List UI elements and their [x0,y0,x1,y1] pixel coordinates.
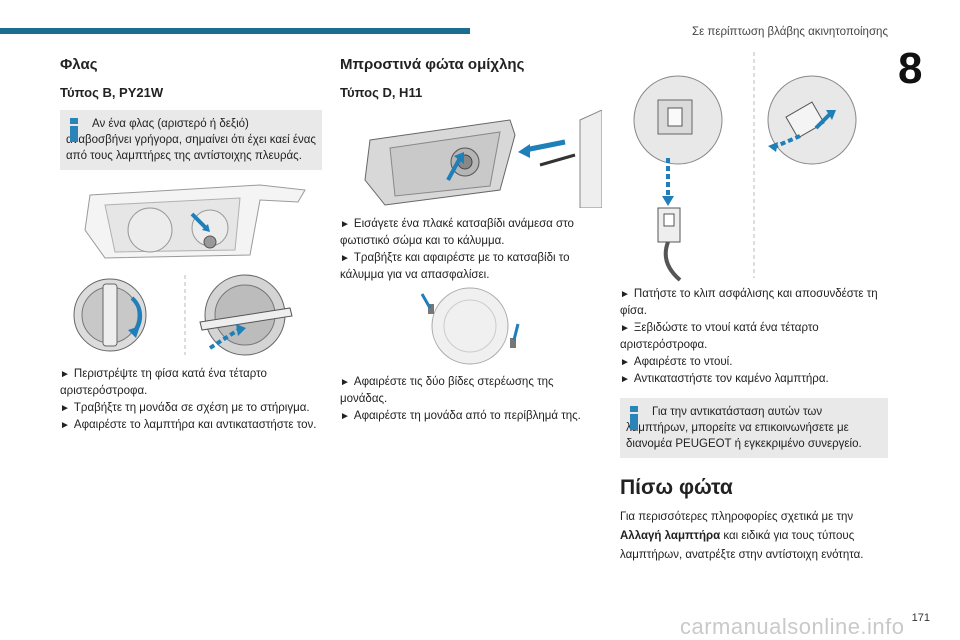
info-text: Για την αντικατάσταση αυτών των λαμπτήρω… [626,406,862,450]
info-box-dealer: Για την αντικατάσταση αυτών των λαμπτήρω… [620,398,888,458]
arrow-bullet-icon: ► [60,420,70,431]
fog-bulb-connector-illustration [633,52,857,282]
steps-indicators: ►Περιστρέψτε τη φίσα κατά ένα τέταρτο αρ… [60,366,322,434]
rear-lamps-paragraph: Για περισσότερες πληροφορίες σχετικά με … [620,511,864,561]
info-box-indicators: Αν ένα φλας (αριστερό ή δεξιό) αναβοσβήν… [60,110,322,170]
steps-fog-bulb: ►Πατήστε το κλιπ ασφάλισης και αποσυνδέσ… [620,286,888,388]
subheading-type-d: Τύπος D, H11 [340,85,423,100]
step-1: ►Εισάγετε ένα πλακέ κατσαβίδι ανάμεσα στ… [340,218,574,247]
arrow-bullet-icon: ► [340,253,350,264]
step-3: ►Αφαιρέστε τις δύο βίδες στερέωσης της μ… [340,376,554,405]
headlamp-illustration [84,184,306,259]
subheading-type-b: Τύπος B, PY21W [60,85,164,100]
watermark: carmanualsonline.info [680,614,905,639]
step-4: ►Αφαιρέστε τη μονάδα από το περίβλημά τη… [340,410,581,422]
column-indicators: Φλας Τύπος B, PY21W Αν ένα φλας (αριστερ… [60,56,322,434]
arrow-bullet-icon: ► [340,377,350,388]
step-1: ►Πατήστε το κλιπ ασφάλισης και αποσυνδέσ… [620,288,878,317]
arrow-bullet-icon: ► [60,369,70,380]
fog-lamp-unit-illustration [420,287,520,365]
page-number: 171 [911,612,930,624]
arrow-bullet-icon: ► [620,289,630,300]
column-fog-lamps: Μπροστινά φώτα ομίχλης Τύπος D, H11 ►Εισ… [340,56,602,425]
arrow-bullet-icon: ► [620,357,630,368]
fog-lamp-bumper-illustration [364,110,602,208]
chapter-number: 8 [898,44,923,93]
info-icon [70,118,78,142]
step-1: ►Περιστρέψτε τη φίσα κατά ένα τέταρτο αρ… [60,368,267,397]
arrow-bullet-icon: ► [340,411,350,422]
steps-fog-unit: ►Αφαιρέστε τις δύο βίδες στερέωσης της μ… [340,374,602,425]
header-accent-bar [0,28,470,34]
section-heading-rear-lamps: Πίσω φώτα [620,476,733,499]
arrow-bullet-icon: ► [620,374,630,385]
arrow-bullet-icon: ► [620,323,630,334]
step-2: ►Ξεβιδώστε το ντουί κατά ένα τέταρτο αρι… [620,322,819,351]
bulb-socket-illustration [73,274,293,356]
step-4: ►Αντικαταστήστε τον καμένο λαμπτήρα. [620,373,829,385]
step-3: ►Αφαιρέστε το λαμπτήρα και αντικαταστήστ… [60,419,317,431]
running-header: Σε περίπτωση βλάβης ακινητοποίησης [691,26,888,38]
section-heading-indicators: Φλας [60,56,98,73]
step-3: ►Αφαιρέστε το ντουί. [620,356,733,368]
arrow-bullet-icon: ► [340,219,350,230]
arrow-bullet-icon: ► [60,403,70,414]
step-2: ►Τραβήξτε τη μονάδα σε σχέση με το στήρι… [60,402,310,414]
section-heading-fog-lamps: Μπροστινά φώτα ομίχλης [340,56,525,73]
steps-fog-cover: ►Εισάγετε ένα πλακέ κατσαβίδι ανάμεσα στ… [340,216,602,284]
info-icon [630,406,638,430]
step-2: ►Τραβήξτε και αφαιρέστε με το κατσαβίδι … [340,252,570,281]
column-fog-bulb: ►Πατήστε το κλιπ ασφάλισης και αποσυνδέσ… [620,48,888,565]
info-text: Αν ένα φλας (αριστερό ή δεξιό) αναβοσβήν… [66,118,316,162]
rear-lamps-section: Πίσω φώτα Για περισσότερες πληροφορίες σ… [620,476,888,565]
bulb-change-reference: Αλλαγή λαμπτήρα [620,530,721,542]
